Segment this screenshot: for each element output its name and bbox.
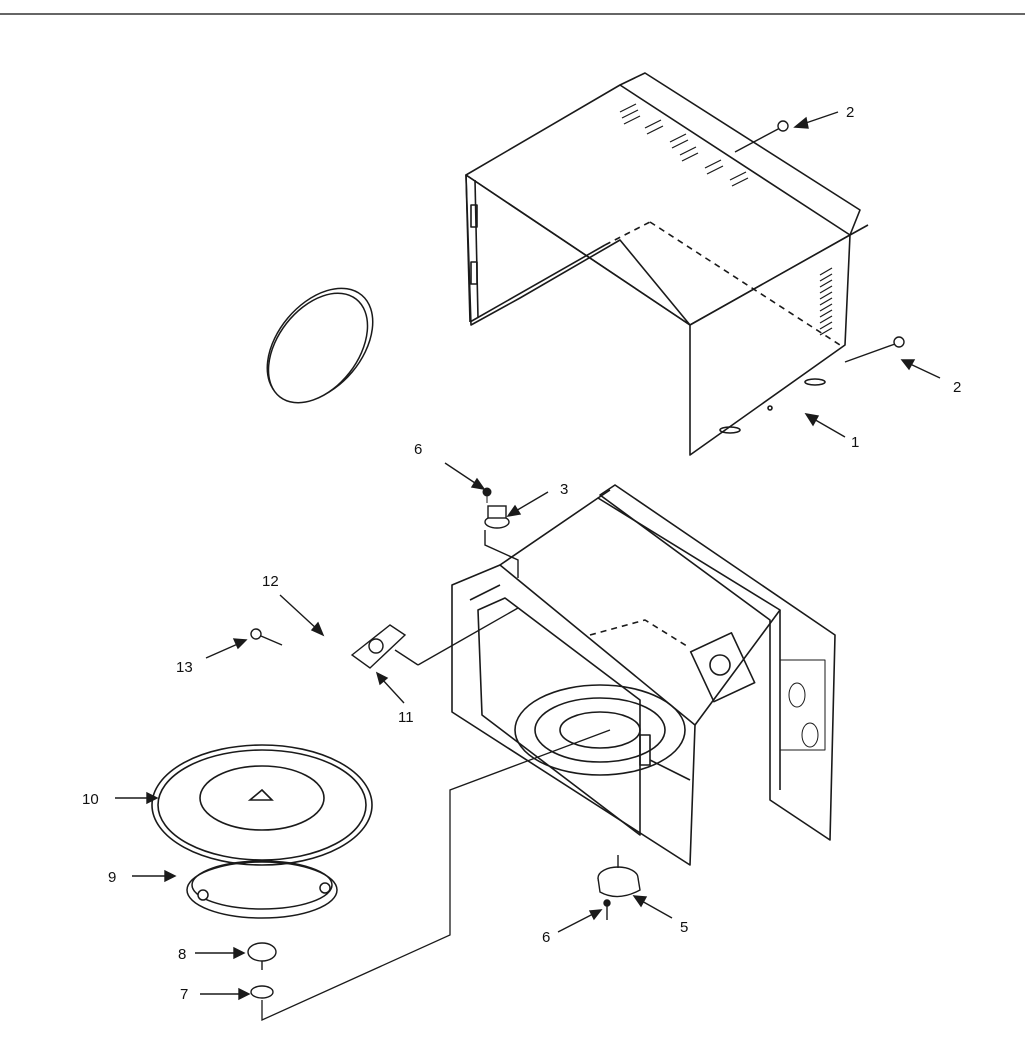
leader-arrows [115,111,941,1001]
oven-cavity-chassis [451,484,836,866]
callout-1: 1 [851,434,859,451]
roller-ring [186,860,338,919]
callout-8: 8 [178,946,186,963]
callout-12: 12 [262,573,279,590]
outer-cabinet-cover [465,72,869,456]
cover-screw-side [844,336,905,363]
lamp-holder [350,607,519,669]
callout-6-bottom: 6 [542,929,550,946]
callout-3: 3 [560,481,568,498]
washer [250,985,274,999]
drive-shaft-line [261,729,611,1022]
callout-10: 10 [82,791,99,808]
lamp-screw [250,628,283,646]
callout-9: 9 [108,869,116,886]
motor-screw [603,899,611,920]
callout-13: 13 [176,659,193,676]
lamp-cover-disc [267,292,369,404]
glass-turntable [151,744,373,866]
coupler [247,942,277,970]
cover-screw-top [734,120,789,153]
callout-11: 11 [398,709,414,726]
callout-2-side: 2 [953,379,961,396]
thermal-cutout [484,505,519,578]
callout-5: 5 [680,919,688,936]
turntable-motor [597,855,641,898]
screw-top [482,487,492,503]
callout-labels: 2 2 1 6 3 12 13 11 10 9 8 7 5 6 [82,104,961,1003]
callout-7: 7 [180,986,188,1003]
callout-2-top: 2 [846,104,854,121]
callout-6-top: 6 [414,441,422,458]
